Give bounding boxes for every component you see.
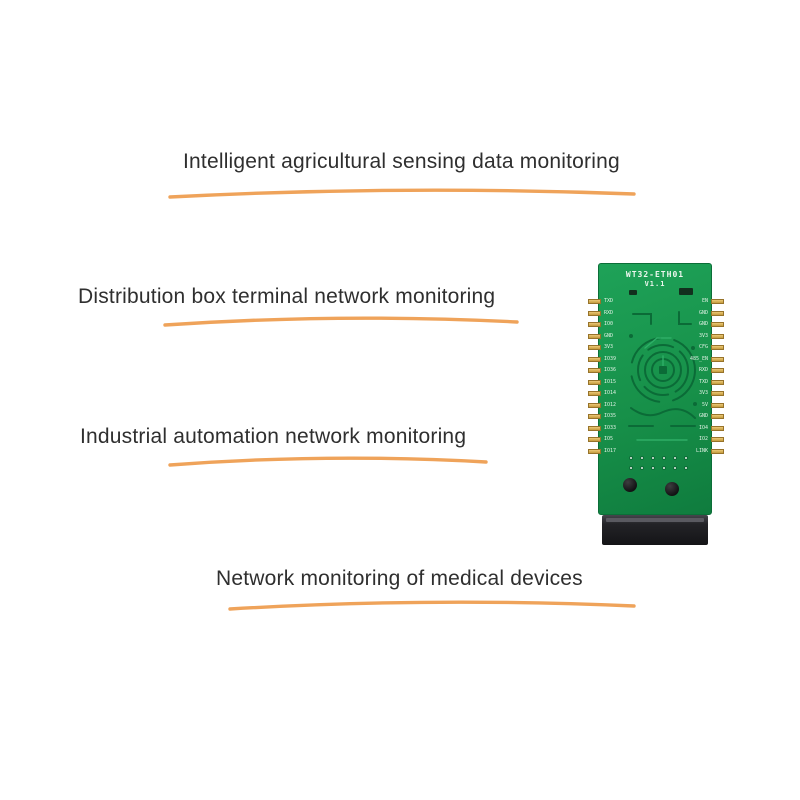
pcb-pin <box>588 299 601 304</box>
pcb-pin <box>588 414 601 419</box>
pcb-pin-label: 485_EN <box>689 355 708 362</box>
pcb-through-hole <box>662 456 666 460</box>
pcb-through-hole <box>662 466 666 470</box>
pcb-module-wt32-eth01: WT32-ETH01 V1.1 <box>588 263 724 551</box>
underline-swoosh <box>228 600 636 611</box>
pcb-pin <box>711 368 724 373</box>
pcb-through-hole <box>684 466 688 470</box>
pcb-pin <box>711 322 724 327</box>
pcb-pin <box>588 368 601 373</box>
pcb-through-hole <box>640 466 644 470</box>
pcb-pin <box>711 437 724 442</box>
pcb-pin-label: 3V3 <box>604 344 614 350</box>
pcb-pin <box>588 402 601 408</box>
feature-label-industrial-automation: Industrial automation network monitoring <box>80 425 467 448</box>
pcb-oscillator-chip <box>679 288 693 295</box>
pcb-pin-label: IO12 <box>604 401 617 408</box>
pcb-pin-label: 5V <box>701 401 708 408</box>
pcb-board: WT32-ETH01 V1.1 <box>598 263 712 515</box>
pcb-pin <box>711 299 724 304</box>
pcb-pin-label: IO4 <box>698 424 708 431</box>
pcb-pin-label: 3V3 <box>698 332 708 339</box>
pcb-pin-label: EN <box>701 298 708 304</box>
pcb-pin <box>588 345 601 350</box>
pcb-pin <box>711 391 724 396</box>
pcb-through-hole <box>651 466 655 470</box>
pcb-pin <box>588 379 601 385</box>
pcb-pin-label: TXD <box>604 298 614 304</box>
pcb-bottom-connector <box>602 515 708 545</box>
pcb-pin-label: IO35 <box>604 413 617 419</box>
pcb-pin-label: IO39 <box>604 355 617 362</box>
connector-top-edge <box>606 518 704 522</box>
pcb-pin-label: IO0 <box>604 321 614 327</box>
pcb-pin-label: LINK <box>695 447 708 454</box>
feature-label-distribution-box: Distribution box terminal network monito… <box>78 285 496 308</box>
pcb-round-component <box>623 478 637 492</box>
pcb-pin <box>588 333 601 339</box>
pcb-pin <box>588 448 601 454</box>
pcb-silkscreen-version: V1.1 <box>644 280 666 288</box>
pcb-trace-art <box>628 311 697 441</box>
underline-swoosh <box>163 316 519 327</box>
pcb-pin-label: TXD <box>698 378 708 385</box>
pcb-passive-component <box>629 290 637 295</box>
pcb-round-component <box>665 482 679 496</box>
pcb-pin <box>588 356 601 362</box>
pcb-through-hole <box>684 456 688 460</box>
pcb-pin <box>711 448 724 454</box>
pcb-pin-label: 3V3 <box>698 390 708 396</box>
pcb-silkscreen-title: WT32-ETH01 <box>625 270 685 279</box>
pcb-through-hole <box>673 456 677 460</box>
pcb-pin <box>711 402 724 408</box>
pcb-through-hole <box>640 456 644 460</box>
pcb-through-hole <box>629 456 633 460</box>
pcb-pin <box>711 356 724 362</box>
pcb-pin <box>711 379 724 385</box>
pcb-pin-label: IO14 <box>604 390 617 396</box>
pcb-pin-label: GND <box>604 332 614 339</box>
pcb-through-hole <box>629 466 633 470</box>
pcb-pin <box>588 310 601 316</box>
pcb-pin-label: IO36 <box>604 367 617 373</box>
pcb-pin-label: IO15 <box>604 378 617 385</box>
underline-swoosh <box>168 188 636 199</box>
pcb-pin <box>588 391 601 396</box>
underline-swoosh <box>168 456 488 467</box>
pcb-through-hole <box>651 456 655 460</box>
pcb-pin-label: IO2 <box>698 436 708 442</box>
feature-label-agriculture: Intelligent agricultural sensing data mo… <box>183 150 620 173</box>
pcb-pin-label: GND <box>698 413 708 419</box>
pcb-pin-label: RXD <box>698 367 708 373</box>
pcb-pin-label: RXD <box>604 309 614 316</box>
pcb-pin <box>588 322 601 327</box>
pcb-pin <box>588 425 601 431</box>
pcb-pin <box>711 333 724 339</box>
pcb-pin <box>588 437 601 442</box>
pcb-pin-label: GND <box>698 321 708 327</box>
pcb-pin-label: CFG <box>698 344 708 350</box>
pcb-pin-label: GND <box>698 309 708 316</box>
pcb-pin <box>711 345 724 350</box>
pcb-pin-label: IO5 <box>604 436 614 442</box>
pcb-pin-label: IO17 <box>604 447 617 454</box>
pcb-pin <box>711 310 724 316</box>
feature-label-medical-devices: Network monitoring of medical devices <box>216 567 583 590</box>
pcb-through-hole <box>673 466 677 470</box>
pcb-pin-label: IO33 <box>604 424 617 431</box>
pcb-pin <box>711 414 724 419</box>
pcb-pin <box>711 425 724 431</box>
